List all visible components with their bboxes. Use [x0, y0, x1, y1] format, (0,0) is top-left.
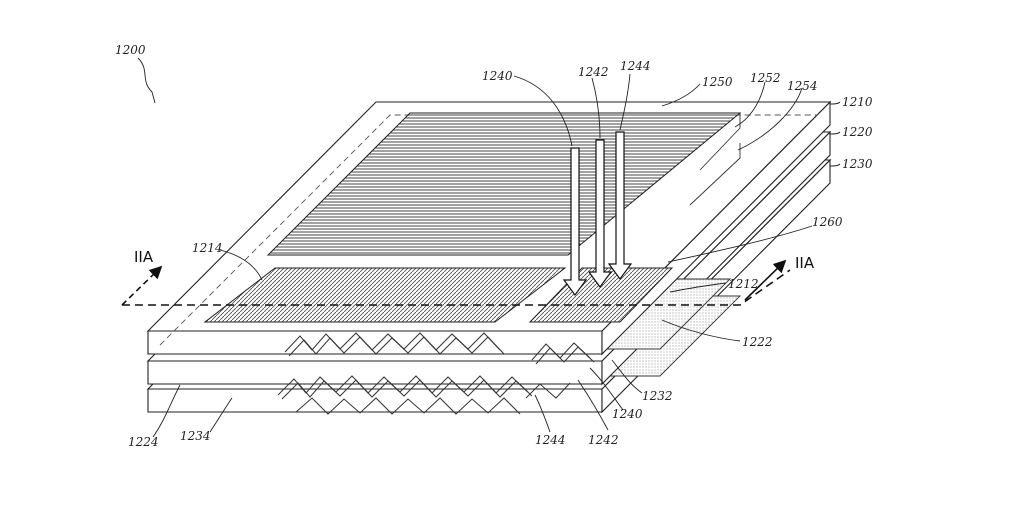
label-1222: 1222: [742, 335, 773, 349]
section-label-right: IIA: [795, 254, 815, 272]
label-1224: 1224: [128, 435, 159, 449]
label-1210: 1210: [842, 95, 873, 109]
label-1244-top: 1244: [620, 59, 651, 73]
label-1234: 1234: [180, 429, 211, 443]
label-1214: 1214: [192, 241, 223, 255]
label-1230: 1230: [842, 157, 873, 171]
label-1252: 1252: [750, 71, 781, 85]
label-1250: 1250: [702, 75, 733, 89]
label-1232: 1232: [642, 389, 673, 403]
label-1242-top: 1242: [578, 65, 609, 79]
label-1254: 1254: [787, 79, 818, 93]
label-1240-bottom: 1240: [612, 407, 643, 421]
label-1212: 1212: [728, 277, 759, 291]
section-label-left: IIA: [134, 248, 154, 266]
label-1240-top: 1240: [482, 69, 513, 83]
section-arrow-left: [122, 268, 160, 305]
light-ray-arrows: [564, 132, 631, 295]
label-1242-bottom: 1242: [588, 433, 619, 447]
label-1260: 1260: [812, 215, 843, 229]
label-1244-bottom: 1244: [535, 433, 566, 447]
label-1220: 1220: [842, 125, 873, 139]
label-1200: 1200: [115, 43, 146, 57]
